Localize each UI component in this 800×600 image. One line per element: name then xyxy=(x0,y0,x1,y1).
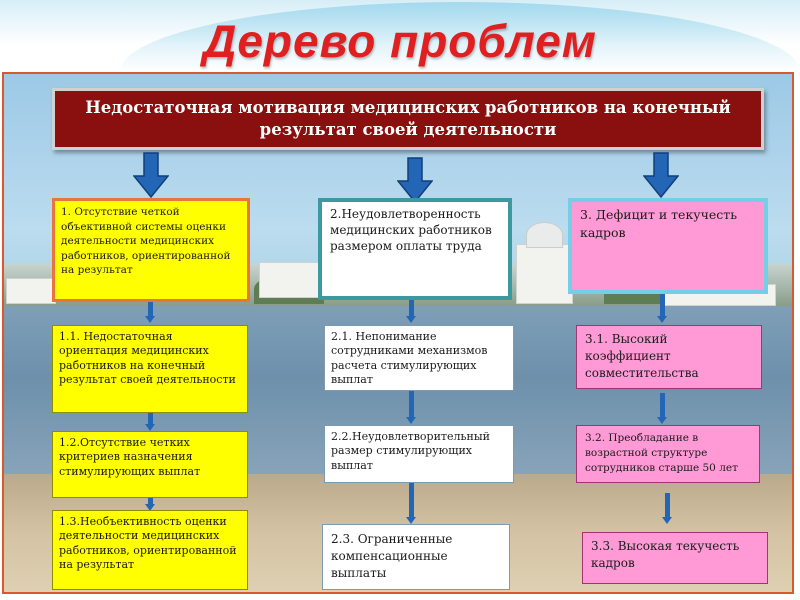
connector-line xyxy=(148,302,153,318)
down-arrow-icon xyxy=(133,152,169,198)
connector-line xyxy=(409,483,414,519)
connector-line xyxy=(148,498,153,506)
connector-line xyxy=(665,493,670,519)
cause-1-box: 1. Отсутствие четкой объективной системы… xyxy=(52,198,250,302)
connector-arrow-icon xyxy=(406,417,416,424)
cause-2-2-box: 2.2.Неудовлетворительный размер стимулир… xyxy=(324,425,514,483)
cause-3-box: 3. Дефицит и текучесть кадров xyxy=(568,198,768,294)
cause-1-1-box: 1.1. Недостаточная ориентация медицински… xyxy=(52,325,248,413)
church-building xyxy=(516,244,573,304)
page-title: Дерево проблем xyxy=(203,15,597,67)
connector-line xyxy=(660,294,665,318)
connector-arrow-icon xyxy=(145,316,155,323)
connector-arrow-icon xyxy=(145,424,155,431)
connector-arrow-icon xyxy=(406,316,416,323)
connector-line xyxy=(660,393,665,419)
down-arrow-icon xyxy=(643,152,679,198)
church-dome xyxy=(526,222,563,248)
down-arrow-icon xyxy=(397,157,433,203)
connector-line xyxy=(409,300,414,318)
cause-3-1-box: 3.1. Высокий коэффициент совместительств… xyxy=(576,325,762,389)
connector-line xyxy=(148,413,153,426)
cause-2-1-box: 2.1. Непонимание сотрудниками механизмов… xyxy=(324,325,514,391)
building xyxy=(6,278,56,304)
building xyxy=(259,262,321,298)
connector-line xyxy=(409,391,414,419)
connector-arrow-icon xyxy=(657,316,667,323)
cause-3-2-box: 3.2. Преобладание в возрастной структуре… xyxy=(576,425,760,483)
cause-2-3-box: 2.3. Ограниченные компенсационные выплат… xyxy=(322,524,510,590)
cause-3-3-box: 3.3. Высокая текучесть кадров xyxy=(582,532,768,584)
cause-1-3-box: 1.3.Необъективность оценки деятельности … xyxy=(52,510,248,590)
cause-1-2-box: 1.2.Отсутствие четких критериев назначен… xyxy=(52,431,248,498)
connector-arrow-icon xyxy=(145,504,155,511)
connector-arrow-icon xyxy=(662,517,672,524)
connector-arrow-icon xyxy=(406,517,416,524)
connector-arrow-icon xyxy=(657,417,667,424)
cause-2-box: 2.Неудовлетворенность медицинских работн… xyxy=(318,198,512,300)
main-problem-banner: Недостаточная мотивация медицинских рабо… xyxy=(52,88,764,150)
